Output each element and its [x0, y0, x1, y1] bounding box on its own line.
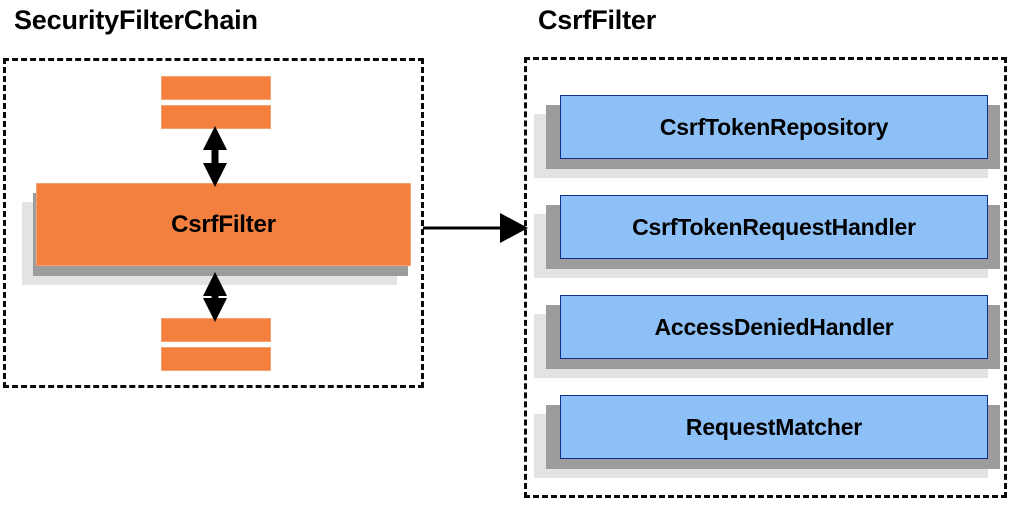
collaborator-box-1-face: CsrfTokenRequestHandler	[560, 195, 988, 259]
collaborator-box-2[interactable]: AccessDeniedHandler	[534, 295, 1004, 378]
filter-stub-bottom-2	[161, 347, 271, 371]
collaborator-box-3-face: RequestMatcher	[560, 395, 988, 459]
csrf-filter-container	[524, 57, 1007, 498]
expansion-arrow	[423, 213, 528, 243]
collaborator-box-3-label: RequestMatcher	[685, 413, 863, 440]
csrf-filter-box[interactable]: CsrfFilter	[22, 183, 411, 285]
filter-stub-bottom-1	[161, 318, 271, 342]
collaborator-box-2-label: AccessDeniedHandler	[654, 313, 894, 340]
collaborator-box-2-face: AccessDeniedHandler	[560, 295, 988, 359]
collaborator-box-0-face: CsrfTokenRepository	[560, 95, 988, 159]
collaborator-box-1-label: CsrfTokenRequestHandler	[632, 213, 916, 240]
page-title-security-filter-chain: SecurityFilterChain	[14, 5, 258, 35]
page-title-csrf-filter: CsrfFilter	[538, 5, 657, 35]
filter-stub-top-1	[161, 76, 271, 100]
csrf-filter-box-face: CsrfFilter	[36, 183, 411, 266]
collaborator-box-0-label: CsrfTokenRepository	[659, 113, 889, 140]
collaborator-box-0[interactable]: CsrfTokenRepository	[534, 95, 1004, 178]
filter-stub-top-2	[161, 105, 271, 129]
csrf-filter-box-label: CsrfFilter	[171, 210, 276, 238]
collaborator-box-1[interactable]: CsrfTokenRequestHandler	[534, 195, 1004, 278]
collaborator-box-3[interactable]: RequestMatcher	[534, 395, 1004, 478]
security-filter-chain-container	[3, 58, 424, 388]
